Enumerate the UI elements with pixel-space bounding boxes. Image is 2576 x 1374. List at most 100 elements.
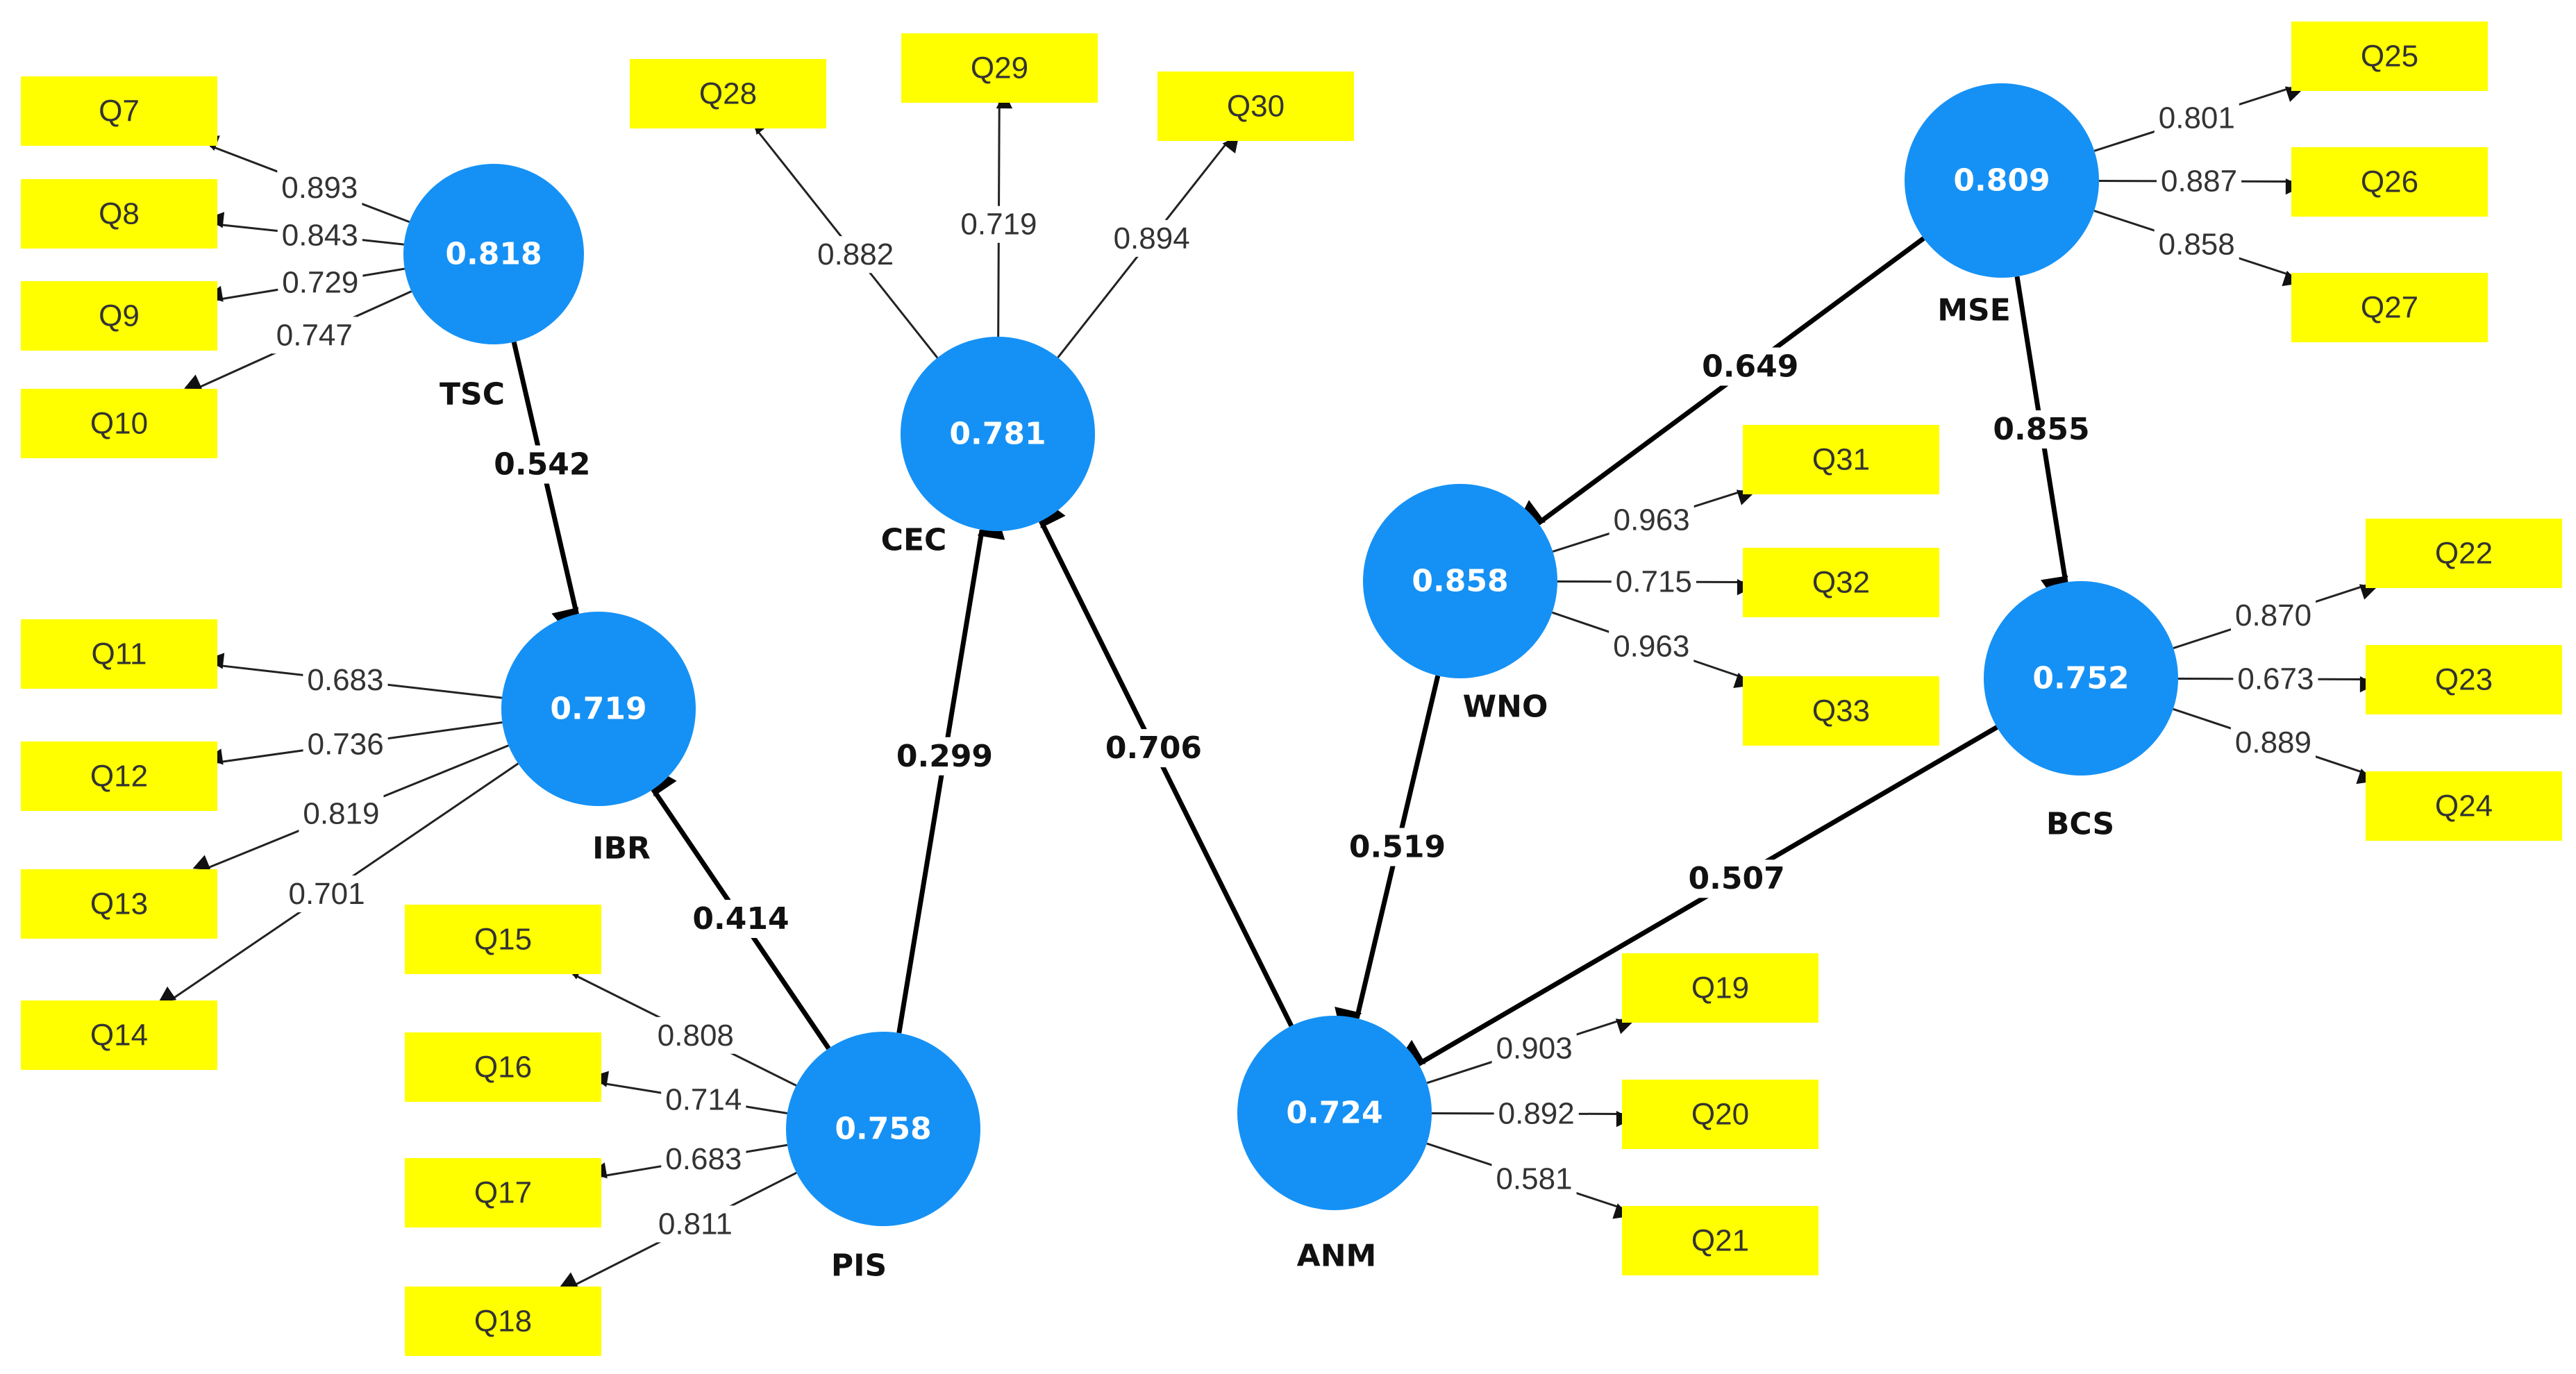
- loading-value-q15: 0.808: [658, 1019, 734, 1053]
- path-coefficient-wno-anm-background: [1344, 828, 1450, 866]
- construct-circle: [501, 612, 696, 806]
- indicator-box: [405, 1032, 601, 1102]
- loading-value-q16-background: [661, 1081, 746, 1119]
- indicator-label: Q12: [90, 760, 148, 794]
- loading-value-q7: 0.893: [281, 171, 358, 205]
- construct-r-squared: 0.752: [2032, 661, 2129, 696]
- loading-value-q10: 0.747: [276, 318, 353, 352]
- indicator-box: [21, 869, 217, 939]
- loading-value-q14: 0.701: [288, 877, 365, 911]
- indicator-q18: Q18: [405, 1287, 601, 1356]
- loading-value-q10-background: [271, 317, 357, 354]
- loading-value-q25: 0.801: [2159, 101, 2235, 135]
- indicator-q32: Q32: [1743, 548, 1939, 617]
- construct-r-squared: 0.719: [550, 692, 646, 727]
- indicator-label: Q17: [474, 1176, 532, 1210]
- path-coefficient-anm-cec-background: [1101, 729, 1207, 768]
- indicator-box: [21, 389, 217, 458]
- loading-value-q26-background: [2156, 162, 2242, 200]
- indicator-q27: Q27: [2291, 273, 2488, 342]
- construct-circle: [901, 337, 1095, 531]
- loading-value-q8-background: [277, 217, 362, 254]
- loading-value-q29: 0.719: [960, 208, 1037, 242]
- path-coefficient-mse-bcs: 0.855: [1993, 412, 2089, 447]
- indicator-box: [21, 1000, 217, 1070]
- indicator-q20: Q20: [1622, 1080, 1818, 1149]
- loading-value-q33-background: [1609, 628, 1694, 665]
- loading-value-q14-background: [284, 875, 369, 912]
- indicator-label: Q24: [2435, 789, 2493, 823]
- loading-value-q32: 0.715: [1616, 565, 1692, 599]
- indicator-q26: Q26: [2291, 147, 2488, 217]
- construct-name: WNO: [1463, 689, 1548, 725]
- indicator-q21: Q21: [1622, 1206, 1818, 1275]
- indicator-box: [405, 905, 601, 974]
- construct-circle: [1905, 83, 2099, 278]
- indicator-q29: Q29: [901, 33, 1098, 103]
- loading-value-q15-background: [653, 1016, 738, 1054]
- indicator-label: Q26: [2361, 165, 2418, 199]
- indicator-label: Q23: [2435, 663, 2493, 697]
- path-coefficient-mse-wno: 0.649: [1702, 349, 1798, 384]
- loading-value-q31-background: [1609, 501, 1694, 539]
- loading-value-q24: 0.889: [2235, 726, 2311, 760]
- indicator-label: Q25: [2361, 40, 2418, 74]
- loading-value-q13: 0.819: [303, 796, 379, 830]
- loading-value-q19-background: [1491, 1030, 1577, 1067]
- loading-value-q29-background: [956, 206, 1042, 243]
- indicator-label: Q11: [92, 637, 147, 671]
- indicator-q28: Q28: [630, 59, 826, 128]
- construct-name: PIS: [831, 1248, 887, 1284]
- indicator-label: Q16: [474, 1050, 532, 1084]
- indicator-label: Q18: [474, 1305, 532, 1339]
- loading-value-q20-background: [1494, 1095, 1579, 1132]
- indicator-label: Q20: [1691, 1098, 1749, 1132]
- indicator-q31: Q31: [1743, 425, 1939, 494]
- path-coefficient-anm-cec: 0.706: [1105, 730, 1202, 766]
- construct-name: ANM: [1297, 1239, 1377, 1274]
- loading-value-q20: 0.892: [1498, 1097, 1575, 1131]
- indicator-label: Q15: [474, 923, 532, 957]
- construct-name: MSE: [1937, 293, 2011, 328]
- indicator-box: [630, 59, 826, 128]
- loading-value-q25-background: [2154, 99, 2239, 137]
- loading-value-q26: 0.887: [2161, 165, 2237, 199]
- indicator-label: Q27: [2361, 291, 2418, 325]
- construct-name: CEC: [881, 523, 947, 558]
- construct-r-squared: 0.724: [1286, 1096, 1382, 1131]
- construct-name: IBR: [592, 831, 651, 866]
- loading-value-q11: 0.683: [307, 663, 383, 697]
- loading-value-q8: 0.843: [282, 219, 358, 253]
- indicator-label: Q30: [1227, 90, 1285, 124]
- indicator-q23: Q23: [2366, 645, 2562, 714]
- path-coefficient-pis-ibr: 0.414: [692, 901, 789, 937]
- indicator-q24: Q24: [2366, 771, 2562, 841]
- path-coefficient-mse-wno-background: [1698, 347, 1803, 386]
- indicator-box: [21, 619, 217, 689]
- indicator-q33: Q33: [1743, 676, 1939, 746]
- nodes-layer: Q7Q8Q9Q10Q11Q12Q13Q14Q15Q16Q17Q18Q19Q20Q…: [21, 22, 2562, 1356]
- indicator-q22: Q22: [2366, 519, 2562, 588]
- path-coefficient-pis-cec: 0.299: [896, 739, 993, 774]
- indicator-q25: Q25: [2291, 22, 2488, 91]
- loading-value-q9-background: [278, 264, 363, 301]
- indicator-box: [2291, 22, 2488, 91]
- indicator-box: [21, 281, 217, 351]
- indicator-q12: Q12: [21, 742, 217, 811]
- loading-value-q17-background: [661, 1140, 746, 1178]
- indicator-q16: Q16: [405, 1032, 601, 1102]
- indicator-label: Q13: [90, 887, 148, 921]
- loading-value-q27: 0.858: [2159, 227, 2235, 261]
- loading-value-q33: 0.963: [1613, 629, 1689, 663]
- path-coefficient-tsc-ibr: 0.542: [494, 447, 590, 483]
- indicator-q13: Q13: [21, 869, 217, 939]
- construct-circle: [1984, 581, 2178, 776]
- loading-value-q23: 0.673: [2237, 662, 2314, 696]
- indicator-box: [2291, 273, 2488, 342]
- path-coefficient-mse-bcs-background: [1989, 410, 2094, 449]
- indicator-box: [405, 1158, 601, 1228]
